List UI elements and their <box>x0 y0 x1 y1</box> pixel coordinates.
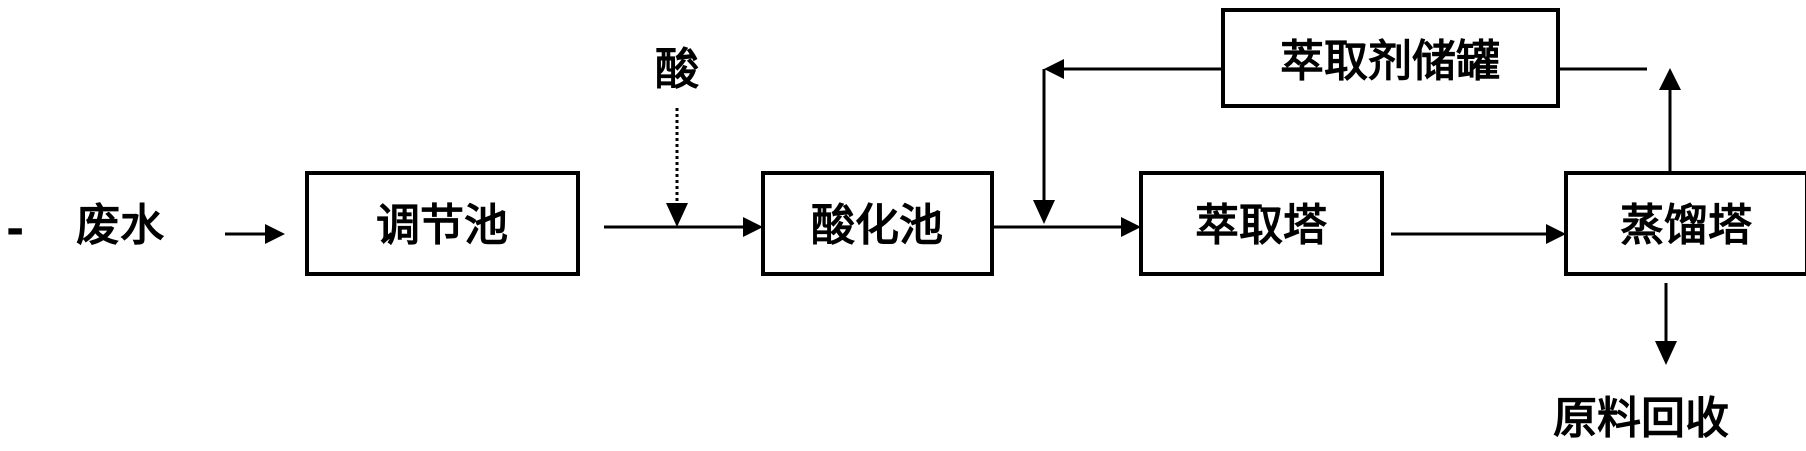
acid-label: 酸 <box>655 44 700 95</box>
arrow-distillation-down-head <box>1655 341 1677 365</box>
acid-arrow-head <box>666 203 688 227</box>
recycle-left-arrow-head <box>1044 59 1064 79</box>
acidification-tank-label: 酸化池 <box>811 200 943 251</box>
extraction-tower-box <box>1139 171 1384 276</box>
wastewater-label: 废水 <box>76 200 165 251</box>
regulating-tank-box <box>305 171 580 276</box>
arrow-regulating-to-acidification-head <box>743 217 763 237</box>
extractant-storage-tank-label: 萃取剂储罐 <box>1280 36 1500 87</box>
acidification-tank-box <box>761 171 994 276</box>
distillation-tower-label: 蒸馏塔 <box>1620 200 1753 251</box>
regulating-tank-label: 调节池 <box>376 200 508 251</box>
extractant-storage-tank-box <box>1221 8 1560 108</box>
arrow-distillation-up-head <box>1659 68 1681 90</box>
arrow-extraction-to-distillation-head <box>1546 224 1566 244</box>
recycle-down-arrow-head <box>1033 200 1055 224</box>
raw-material-recovery-label: 原料回收 <box>1553 393 1729 444</box>
extraction-tower-label: 萃取塔 <box>1195 200 1328 251</box>
arrow-wastewater-to-regulating-head <box>265 224 285 244</box>
distillation-tower-box <box>1564 171 1806 276</box>
arrow-acidification-to-extraction-head <box>1121 217 1141 237</box>
edge-dash-label: - <box>6 204 24 255</box>
